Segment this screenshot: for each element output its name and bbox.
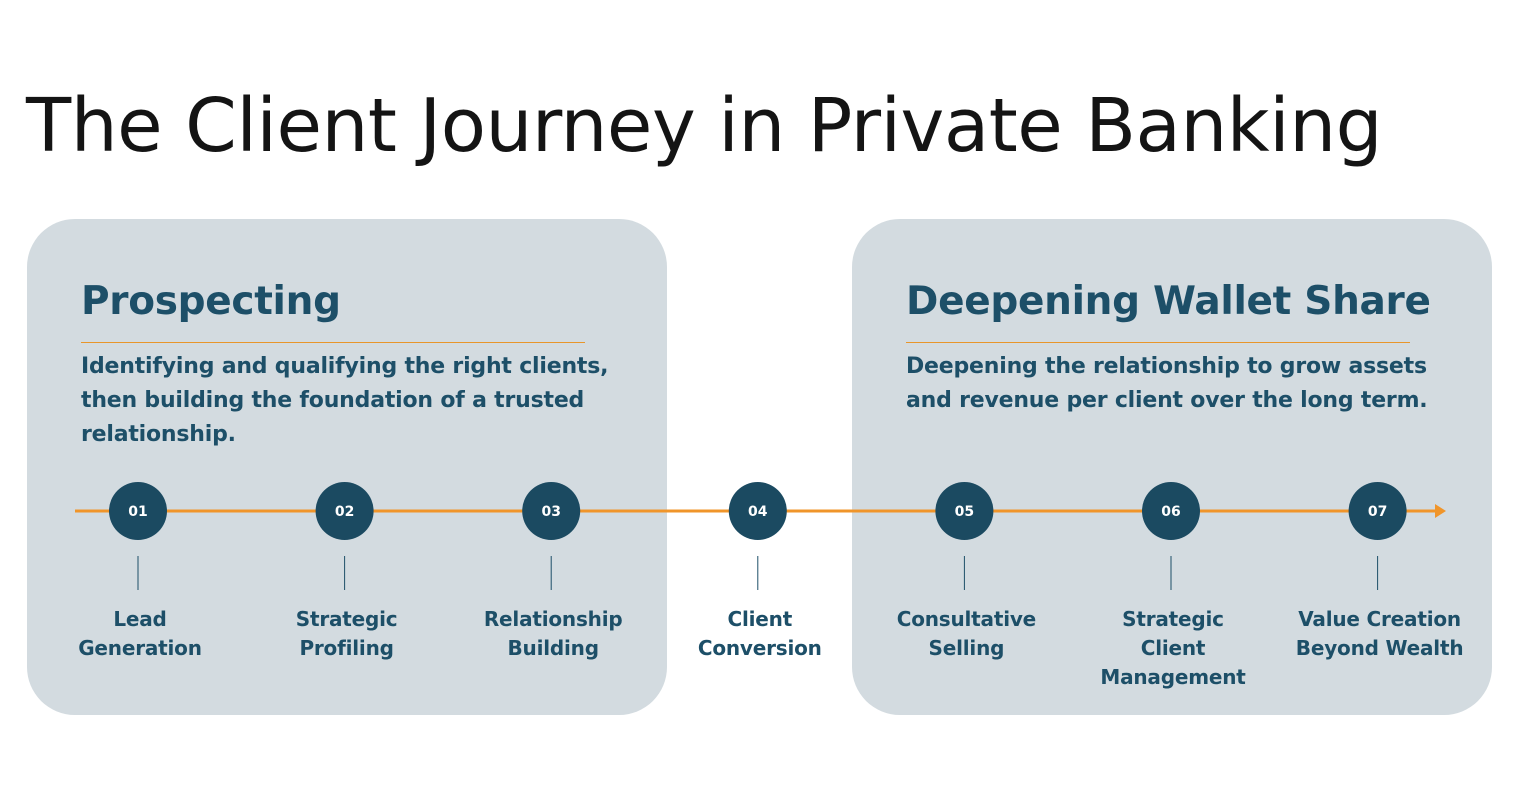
step-node: 07 — [1348, 482, 1407, 590]
phase-panel-prospecting: Prospecting Identifying and qualifying t… — [27, 219, 667, 715]
step-node: 05 — [935, 482, 994, 590]
step-label: Strategic Profiling — [295, 607, 398, 660]
step-label: Value Creation Beyond Wealth — [1295, 607, 1464, 660]
timeline-arrowhead — [1435, 504, 1446, 518]
step-node-circle — [1348, 482, 1407, 540]
step-label: Consultative Selling — [896, 607, 1037, 660]
step-node-circle — [109, 482, 167, 540]
step-node-circle — [728, 482, 787, 540]
step-node-circle — [1142, 482, 1200, 540]
step-node: 01 — [109, 482, 167, 590]
phase-heading: Prospecting — [81, 279, 341, 324]
page-title: The Client Journey in Private Banking — [26, 83, 1383, 169]
phase-description: Identifying and qualifying the right cli… — [81, 354, 609, 447]
step-node: 03 — [522, 482, 581, 590]
step-number: 04 — [748, 504, 768, 520]
heading-divider — [906, 342, 1410, 343]
step-node: 06 — [1142, 482, 1200, 590]
step-number: 06 — [1161, 504, 1180, 520]
step-number: 02 — [335, 504, 354, 520]
step-node: 04 — [728, 482, 787, 590]
heading-divider — [81, 342, 585, 343]
phase-panel-deepening-wallet-share: Deepening Wallet Share Deepening the rel… — [852, 219, 1492, 715]
step-label: Lead Generation — [78, 607, 202, 660]
step-node-circle — [315, 482, 374, 540]
step-label: Relationship Building — [483, 607, 623, 660]
step-number: 07 — [1368, 504, 1387, 520]
step-label: Client Conversion — [697, 607, 822, 660]
phase-description: Deepening the relationship to grow asset… — [906, 354, 1428, 413]
step-number: 01 — [128, 504, 147, 520]
phase-heading: Deepening Wallet Share — [906, 279, 1431, 324]
step-node-circle — [935, 482, 994, 540]
step-node-circle — [522, 482, 581, 540]
step-number: 03 — [541, 504, 560, 520]
step-label: Strategic Client Management — [1100, 607, 1246, 689]
step-number: 05 — [955, 504, 974, 520]
step-node: 02 — [315, 482, 374, 590]
